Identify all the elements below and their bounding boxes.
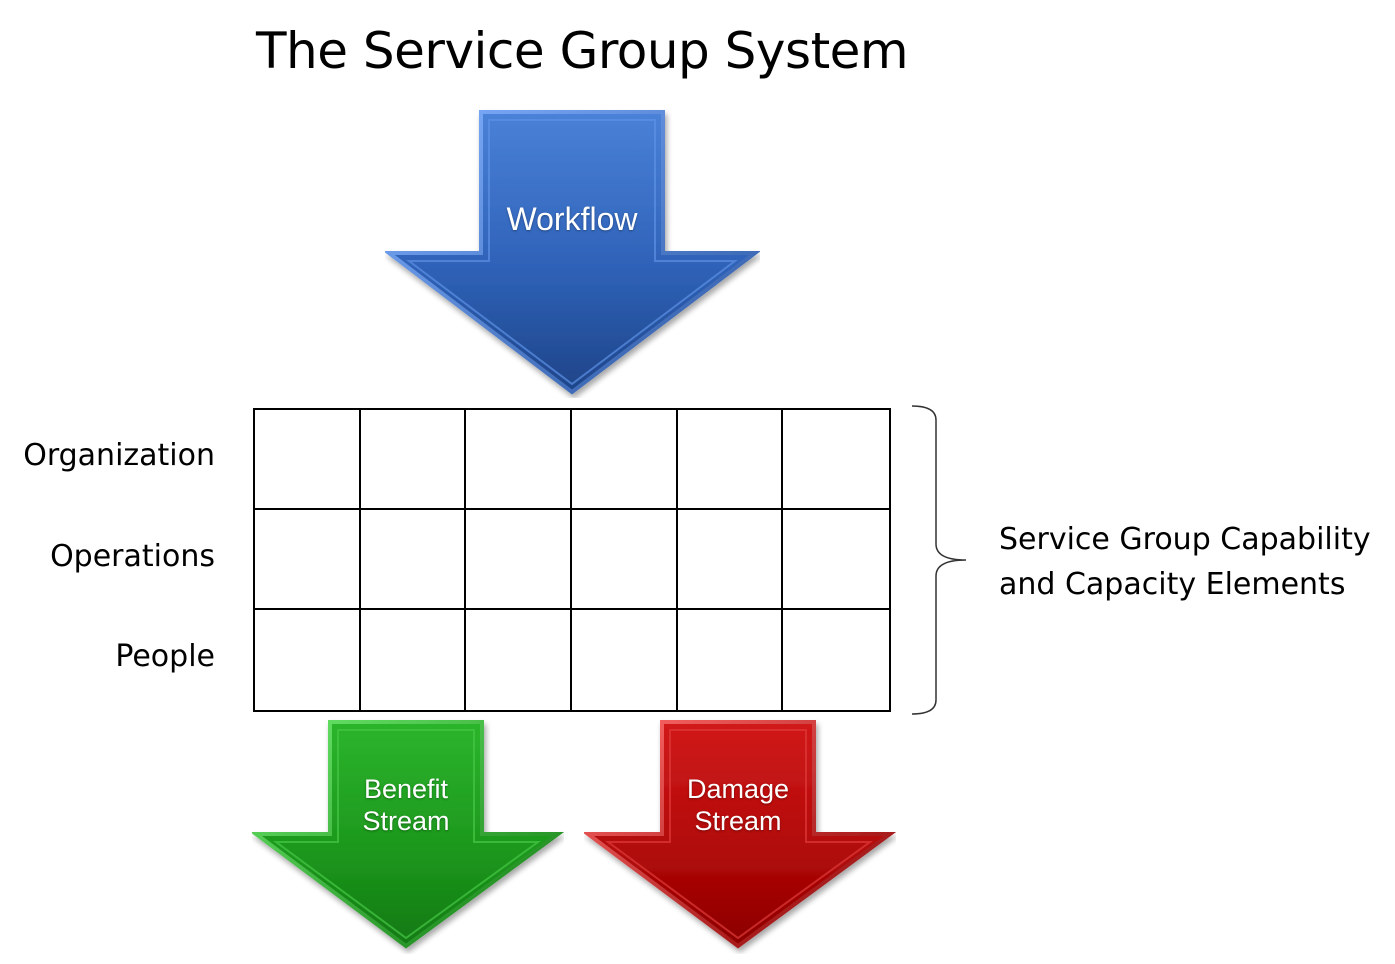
workflow-arrow	[385, 110, 760, 395]
benefit-label-line2: Stream	[362, 806, 450, 837]
damage-stream-label: Damage Stream	[662, 773, 814, 838]
grid-cell	[255, 610, 361, 710]
workflow-label: Workflow	[506, 201, 638, 237]
grid-cell	[360, 410, 467, 510]
capability-label: Service Group Capability and Capacity El…	[999, 517, 1371, 607]
grid-cell	[783, 410, 889, 510]
benefit-stream-arrow	[252, 720, 564, 949]
grid-cell	[255, 410, 361, 510]
grid-cell	[572, 610, 678, 710]
right-brace	[911, 405, 967, 715]
capability-grid	[253, 408, 891, 712]
grid-cell	[678, 610, 784, 710]
grid-cell	[466, 410, 572, 510]
grid-cell	[466, 610, 572, 710]
grid-cell	[571, 410, 678, 510]
page-title: The Service Group System	[256, 22, 909, 80]
benefit-stream-label: Benefit Stream	[330, 773, 482, 838]
damage-label-line2: Stream	[694, 806, 782, 837]
damage-stream-arrow	[584, 720, 896, 949]
grid-cell	[677, 510, 784, 610]
capability-label-line2: and Capacity Elements	[999, 567, 1346, 602]
row-label-organization: Organization	[23, 438, 215, 473]
grid-cell	[783, 510, 889, 610]
damage-label-line1: Damage	[686, 774, 790, 804]
grid-cell	[677, 410, 784, 510]
grid-cell	[360, 510, 467, 610]
grid-cell	[255, 510, 361, 610]
capability-label-line1: Service Group Capability	[999, 522, 1371, 557]
row-label-operations: Operations	[50, 539, 215, 574]
benefit-label-line1: Benefit	[363, 774, 449, 804]
grid-cell	[571, 510, 678, 610]
grid-cell	[466, 510, 572, 610]
grid-cell	[361, 610, 467, 710]
row-label-people: People	[115, 639, 215, 674]
grid-cell	[783, 610, 889, 710]
